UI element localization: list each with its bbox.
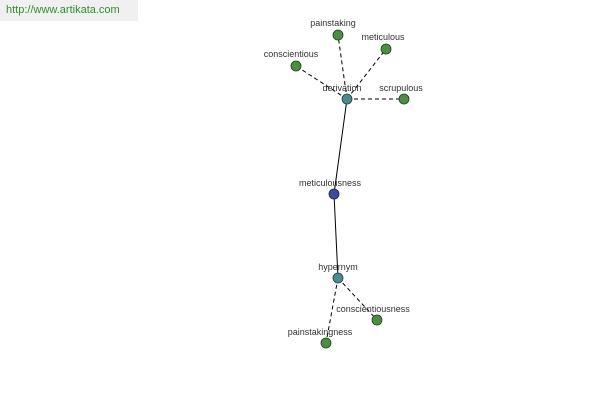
node-conscientious[interactable]: conscientious: [264, 49, 319, 72]
node-label: meticulousness: [299, 178, 362, 188]
node-label: scrupulous: [379, 83, 423, 93]
node-dot[interactable]: [332, 272, 344, 284]
node-label: meticulous: [361, 32, 405, 42]
node-meticulousness[interactable]: meticulousness: [299, 178, 362, 200]
edge-meticulousness-hypernym: [333, 193, 339, 279]
edge-hypernym-conscientiousness: [337, 277, 378, 321]
node-dot[interactable]: [328, 188, 340, 200]
node-label: painstakingness: [288, 327, 353, 337]
node-dot[interactable]: [371, 314, 383, 326]
node-painstaking[interactable]: painstaking: [310, 18, 356, 41]
node-dot[interactable]: [380, 43, 392, 55]
node-label: hypernym: [318, 262, 358, 272]
edge-derivation-conscientious: [295, 65, 348, 100]
node-derivation[interactable]: derivation: [322, 83, 362, 105]
node-dot[interactable]: [398, 93, 410, 105]
edge-derivation-meticulous: [346, 48, 387, 100]
edge-derivation-painstaking: [337, 34, 348, 100]
edge-meticulousness-derivation: [333, 98, 348, 195]
node-conscientiousness[interactable]: conscientiousness: [336, 304, 410, 326]
watermark-url[interactable]: http://www.artikata.com: [0, 0, 138, 21]
node-meticulous[interactable]: meticulous: [361, 32, 405, 55]
node-dot[interactable]: [320, 337, 332, 349]
node-label: conscientiousness: [336, 304, 410, 314]
node-scrupulous[interactable]: scrupulous: [379, 83, 423, 105]
node-dot[interactable]: [290, 60, 302, 72]
node-painstakingness[interactable]: painstakingness: [288, 327, 353, 349]
graph-edges: [295, 34, 404, 344]
node-dot[interactable]: [332, 29, 344, 41]
graph-nodes: painstaking meticulous conscientious der…: [264, 18, 423, 349]
node-dot[interactable]: [341, 93, 353, 105]
node-label: painstaking: [310, 18, 356, 28]
node-hypernym[interactable]: hypernym: [318, 262, 358, 284]
node-label: conscientious: [264, 49, 319, 59]
node-label: derivation: [322, 83, 361, 93]
